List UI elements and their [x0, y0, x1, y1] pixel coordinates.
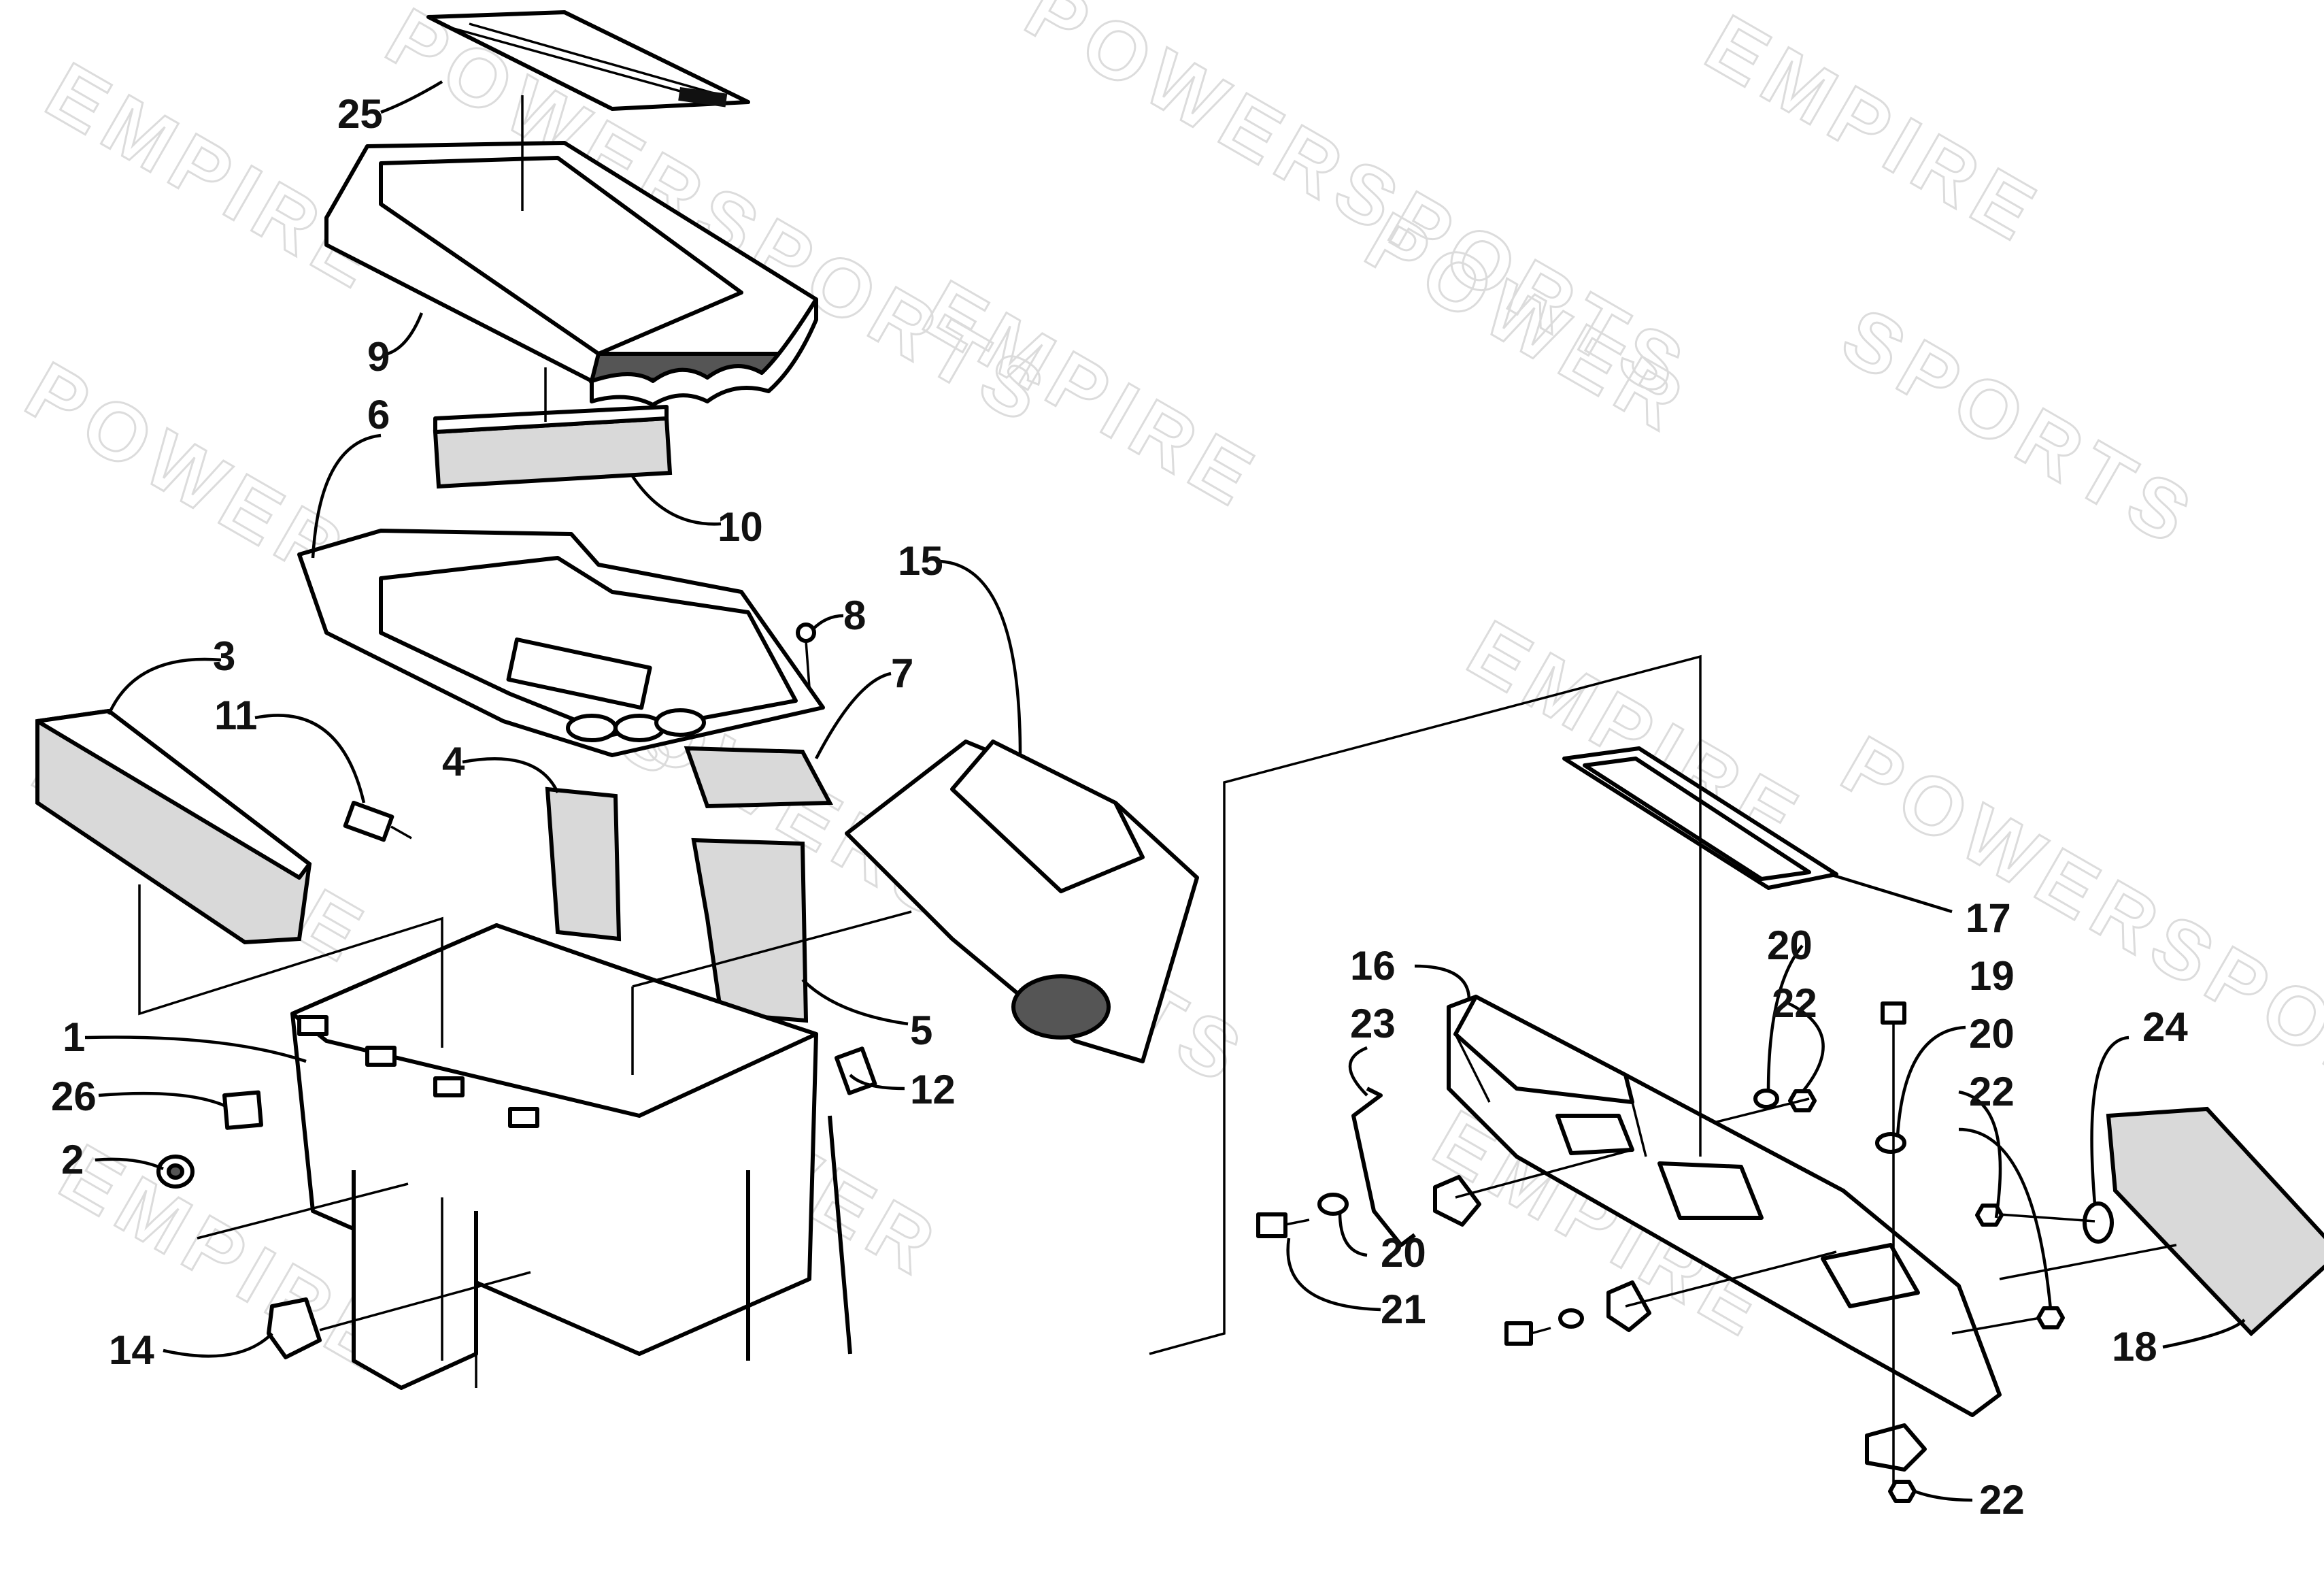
cap-screws — [1256, 1212, 1551, 1346]
callouts: 25 9 6 10 15 8 7 3 11 4 5 12 1 26 2 14 1… — [51, 91, 2188, 1523]
grommet-end — [2083, 1201, 2114, 1244]
clip — [267, 1297, 322, 1359]
callout-25: 25 — [337, 91, 383, 137]
tray — [297, 529, 825, 757]
callout-23: 23 — [1350, 1001, 1396, 1046]
screw — [796, 623, 816, 688]
housing — [290, 923, 852, 1390]
leaders — [84, 80, 2246, 1502]
bolt-small — [1881, 1001, 1906, 1061]
foam-block-top — [433, 405, 673, 489]
cover — [324, 141, 818, 407]
callout-20: 20 — [1767, 923, 1813, 968]
callout-17: 17 — [1966, 895, 2011, 941]
callout-6: 6 — [367, 392, 390, 437]
callout-12: 12 — [910, 1067, 956, 1112]
wm-4: EMPIRE — [1691, 0, 2057, 262]
guide-lines-right — [1149, 654, 2177, 1483]
callout-24: 24 — [2142, 1004, 2188, 1050]
foam-end — [2106, 1106, 2324, 1337]
callout-19: 19 — [1969, 953, 2015, 999]
callout-18: 18 — [2112, 1324, 2157, 1370]
label — [222, 1090, 263, 1130]
foam-filter — [35, 708, 312, 945]
callout-4: 4 — [442, 739, 465, 784]
callout-20: 20 — [1969, 1011, 2015, 1057]
callout-5: 5 — [910, 1008, 932, 1053]
washers — [1317, 1089, 1906, 1329]
nuts — [1788, 1089, 2065, 1503]
callout-9: 9 — [367, 334, 390, 380]
callout-15: 15 — [898, 538, 943, 584]
callout-10: 10 — [718, 504, 763, 550]
wm-1: EMPIRE — [32, 45, 398, 309]
callout-22: 22 — [1772, 980, 1817, 1026]
callout-22: 22 — [1969, 1069, 2015, 1114]
wm-8: SPORTS — [1828, 290, 2213, 565]
sponge-right — [691, 838, 809, 1023]
bracket — [1351, 1087, 1416, 1247]
callout-3: 3 — [213, 633, 235, 679]
callout-22: 22 — [1979, 1477, 2025, 1523]
callout-20: 20 — [1381, 1230, 1426, 1276]
callout-16: 16 — [1350, 943, 1396, 989]
callout-14: 14 — [109, 1327, 154, 1373]
callout-26: 26 — [51, 1074, 97, 1119]
callout-7: 7 — [891, 650, 913, 696]
decal — [426, 10, 750, 111]
guide-lines-left — [138, 95, 912, 1331]
callout-1: 1 — [63, 1014, 85, 1060]
sponge-left — [545, 786, 622, 942]
plug — [834, 1046, 877, 1095]
callout-2: 2 — [61, 1137, 84, 1182]
bolt — [343, 800, 412, 842]
callout-21: 21 — [1381, 1287, 1426, 1332]
foam-block-small — [684, 746, 833, 809]
callout-8: 8 — [843, 593, 866, 638]
callout-11: 11 — [214, 693, 257, 738]
intake-duct — [845, 740, 1199, 1063]
grommet — [156, 1155, 195, 1189]
